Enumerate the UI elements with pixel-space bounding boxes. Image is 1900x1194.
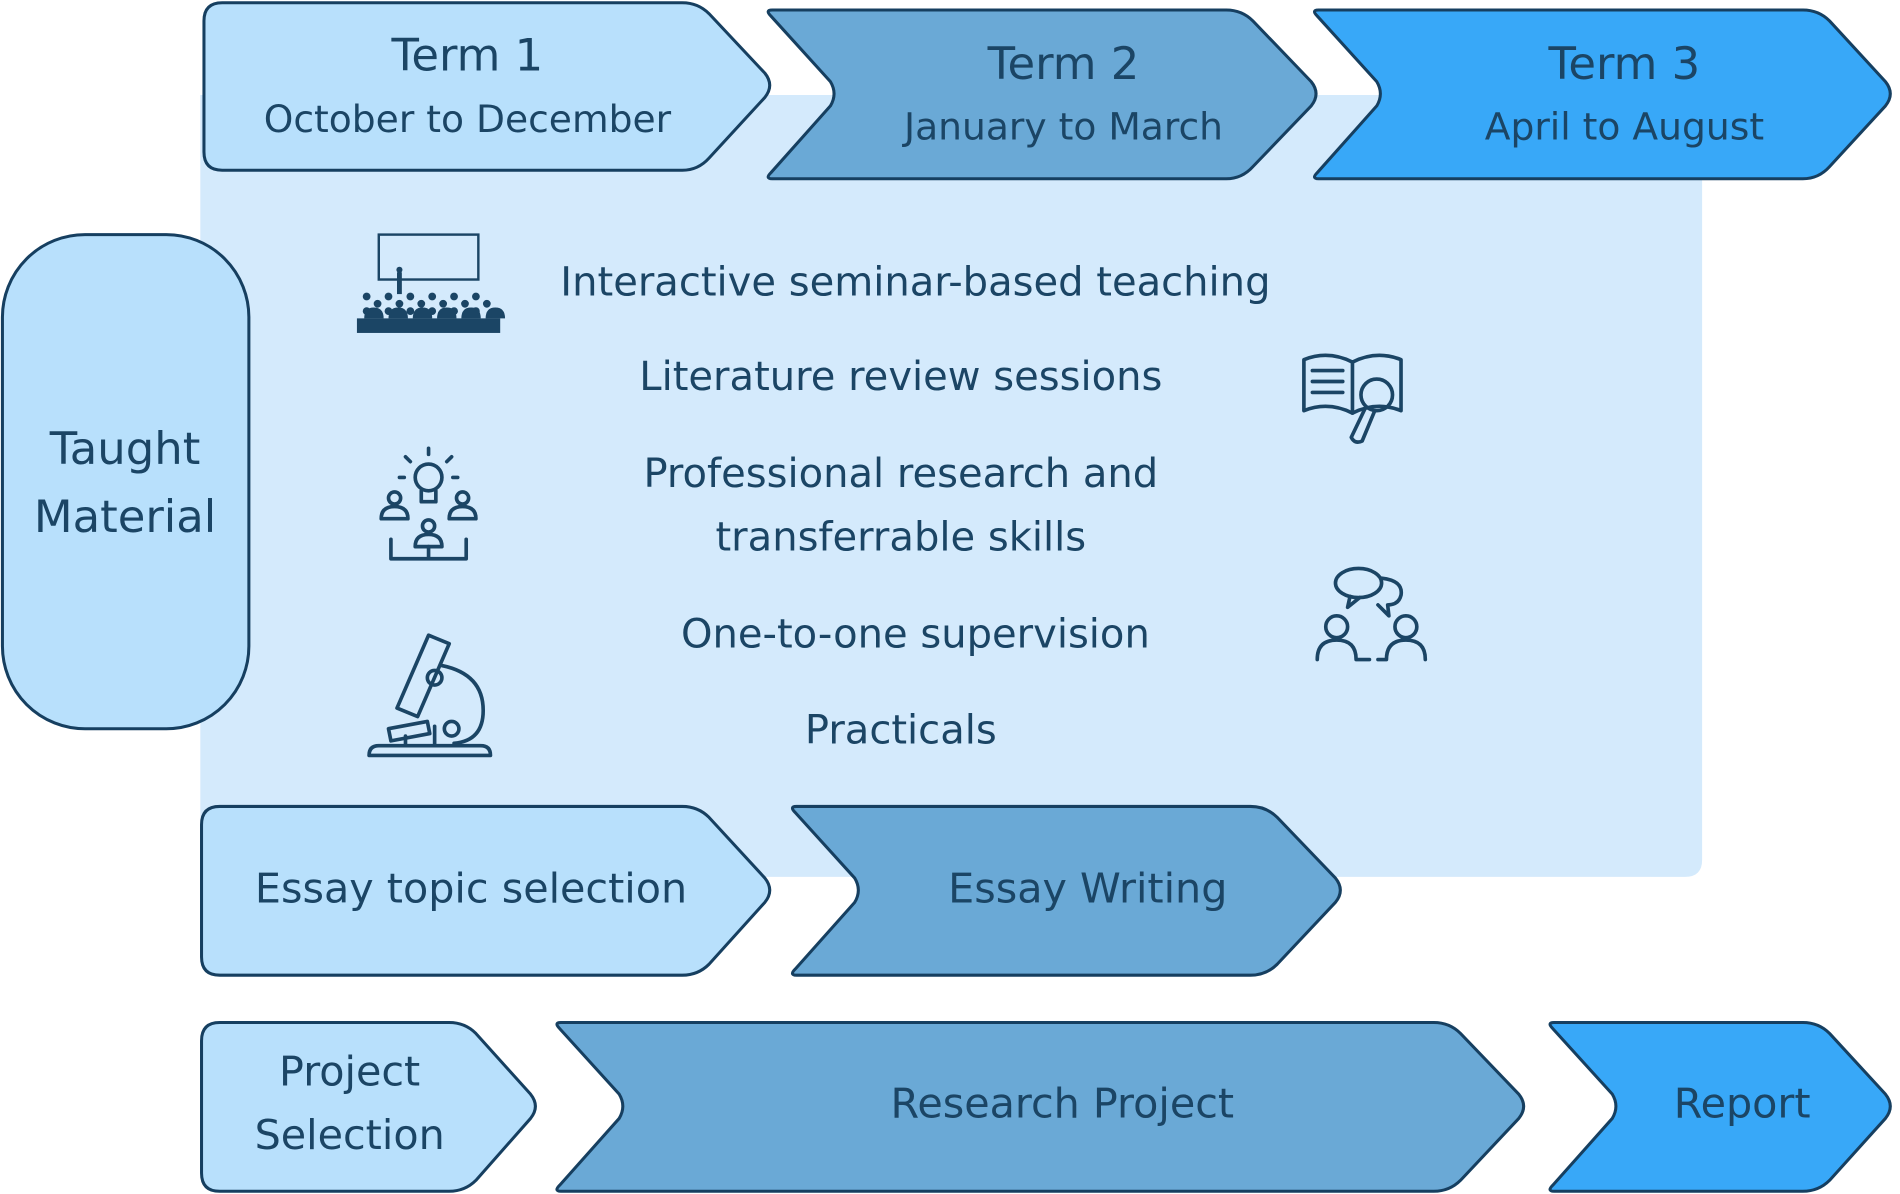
term-2-title: Term 2: [987, 37, 1140, 90]
audience-head: [439, 299, 448, 308]
audience-body: [412, 307, 433, 319]
project-selection-line1: Project: [279, 1048, 420, 1096]
item-professional-skills-line2: transferrable skills: [715, 514, 1086, 560]
project-selection-arrow: [200, 1021, 537, 1193]
audience-head: [373, 299, 382, 308]
essay-topic-selection-arrow: [200, 804, 772, 977]
item-professional-skills-line1: Professional research and: [643, 451, 1158, 497]
lecture-audience-icon: [356, 233, 506, 333]
audience-body: [364, 307, 384, 319]
item-seminar-teaching: Interactive seminar-based teaching: [560, 259, 1270, 305]
audience-head: [417, 299, 426, 308]
item-supervision: One-to-one supervision: [681, 611, 1150, 657]
term-2-arrow: [766, 8, 1318, 181]
project-selection-line2: Selection: [255, 1111, 445, 1159]
term-1-title: Term 1: [391, 29, 544, 82]
audience-head: [428, 292, 437, 301]
audience-head: [472, 292, 480, 301]
report-arrow: [1548, 1021, 1892, 1193]
report-label: Report: [1674, 1079, 1811, 1127]
research-project-arrow: [555, 1021, 1526, 1193]
item-literature-review: Literature review sessions: [639, 354, 1162, 400]
microscope-icon: [367, 633, 493, 758]
term-3-title: Term 3: [1548, 37, 1701, 90]
term-3-dates: April to August: [1485, 104, 1764, 148]
taught-material-box: [0, 233, 251, 731]
audience-head: [384, 292, 393, 301]
audience-head: [461, 299, 469, 308]
audience-body: [388, 307, 408, 319]
book-magnifier-icon: [1302, 353, 1403, 445]
term-3-arrow: [1313, 8, 1892, 181]
term-1-arrow: [202, 1, 772, 172]
two-people-conversation-icon: [1315, 566, 1428, 662]
taught-material-line2: Material: [34, 490, 216, 543]
term-2-dates: January to March: [902, 104, 1223, 148]
research-project-label: Research Project: [891, 1079, 1235, 1127]
audience-head: [406, 307, 415, 315]
audience-body: [485, 307, 506, 319]
audience-head: [362, 292, 371, 301]
taught-panel-background: [200, 94, 1703, 877]
audience-body: [461, 307, 481, 319]
audience-head: [482, 299, 491, 308]
essay-topic-selection-label: Essay topic selection: [255, 864, 687, 912]
essay-writing-label: Essay Writing: [948, 864, 1227, 912]
audience-head: [406, 292, 415, 301]
audience-body: [437, 307, 457, 319]
item-practicals: Practicals: [805, 707, 997, 753]
essay-writing-arrow: [790, 804, 1342, 977]
term-1-dates: October to December: [264, 97, 672, 141]
taught-material-line1: Taught: [49, 422, 201, 475]
group-lightbulb-icon: [379, 446, 478, 561]
audience-head: [395, 299, 404, 308]
audience-head: [450, 292, 458, 301]
